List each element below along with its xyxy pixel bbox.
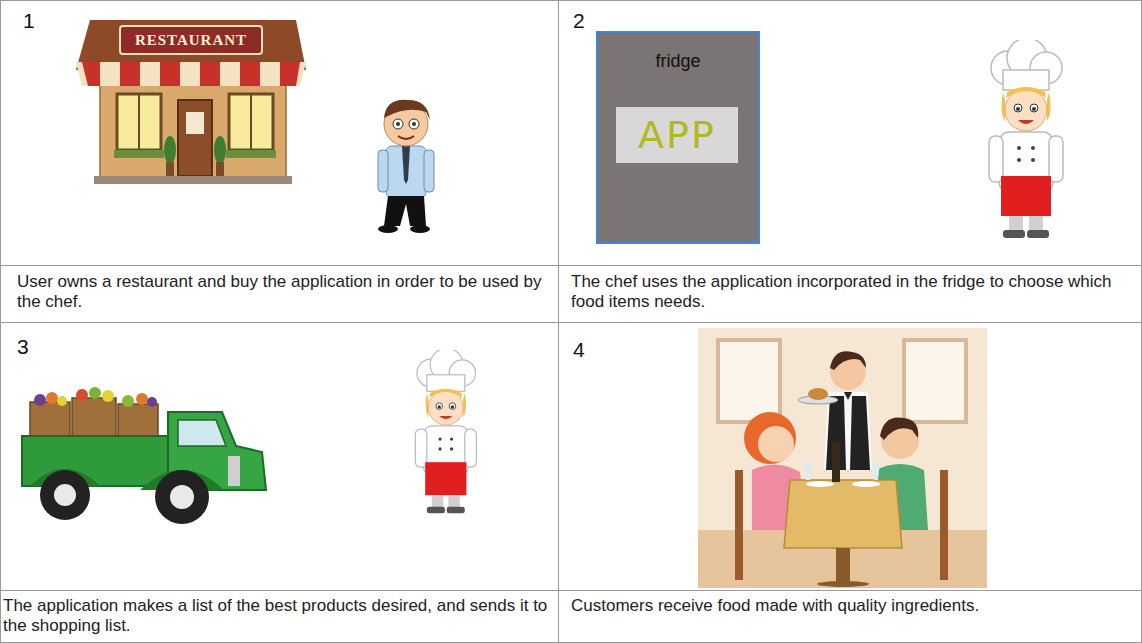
label-text: RESTAURANT bbox=[135, 32, 247, 49]
label-text: APP bbox=[638, 113, 716, 157]
restaurant-building bbox=[76, 20, 306, 184]
panel-caption: The application makes a list of the best… bbox=[0, 590, 559, 643]
produce-truck bbox=[22, 387, 266, 524]
restaurant-sign: RESTAURANT bbox=[119, 25, 263, 55]
dining-scene bbox=[698, 328, 987, 588]
fridge-box: fridgeAPP bbox=[596, 31, 760, 244]
storyboard-panel: 3 bbox=[0, 322, 559, 591]
chef-figure bbox=[989, 38, 1063, 238]
storyboard-panel: 1RESTAURANT bbox=[0, 0, 559, 266]
callout-number: 3 bbox=[17, 336, 29, 357]
app-screen: APP bbox=[616, 107, 738, 163]
label-text: fridge bbox=[598, 51, 758, 72]
caption-text: User owns a restaurant and buy the appli… bbox=[17, 272, 552, 312]
callout-number: 4 bbox=[573, 339, 585, 360]
caption-text: Customers receive food made with quality… bbox=[571, 596, 1135, 616]
panel-caption: User owns a restaurant and buy the appli… bbox=[0, 265, 559, 323]
owner-figure bbox=[378, 100, 434, 233]
chef-figure bbox=[415, 348, 476, 513]
panel-caption: Customers receive food made with quality… bbox=[558, 590, 1142, 643]
storyboard-panel: 4 bbox=[558, 322, 1142, 591]
caption-text: The chef uses the application incorporat… bbox=[571, 272, 1135, 312]
callout-number: 1 bbox=[23, 10, 35, 31]
panel-caption: The chef uses the application incorporat… bbox=[558, 265, 1142, 323]
callout-number: 2 bbox=[573, 10, 585, 31]
caption-text: The application makes a list of the best… bbox=[3, 596, 552, 636]
storyboard-panel: 2 fridgeAPP bbox=[558, 0, 1142, 266]
